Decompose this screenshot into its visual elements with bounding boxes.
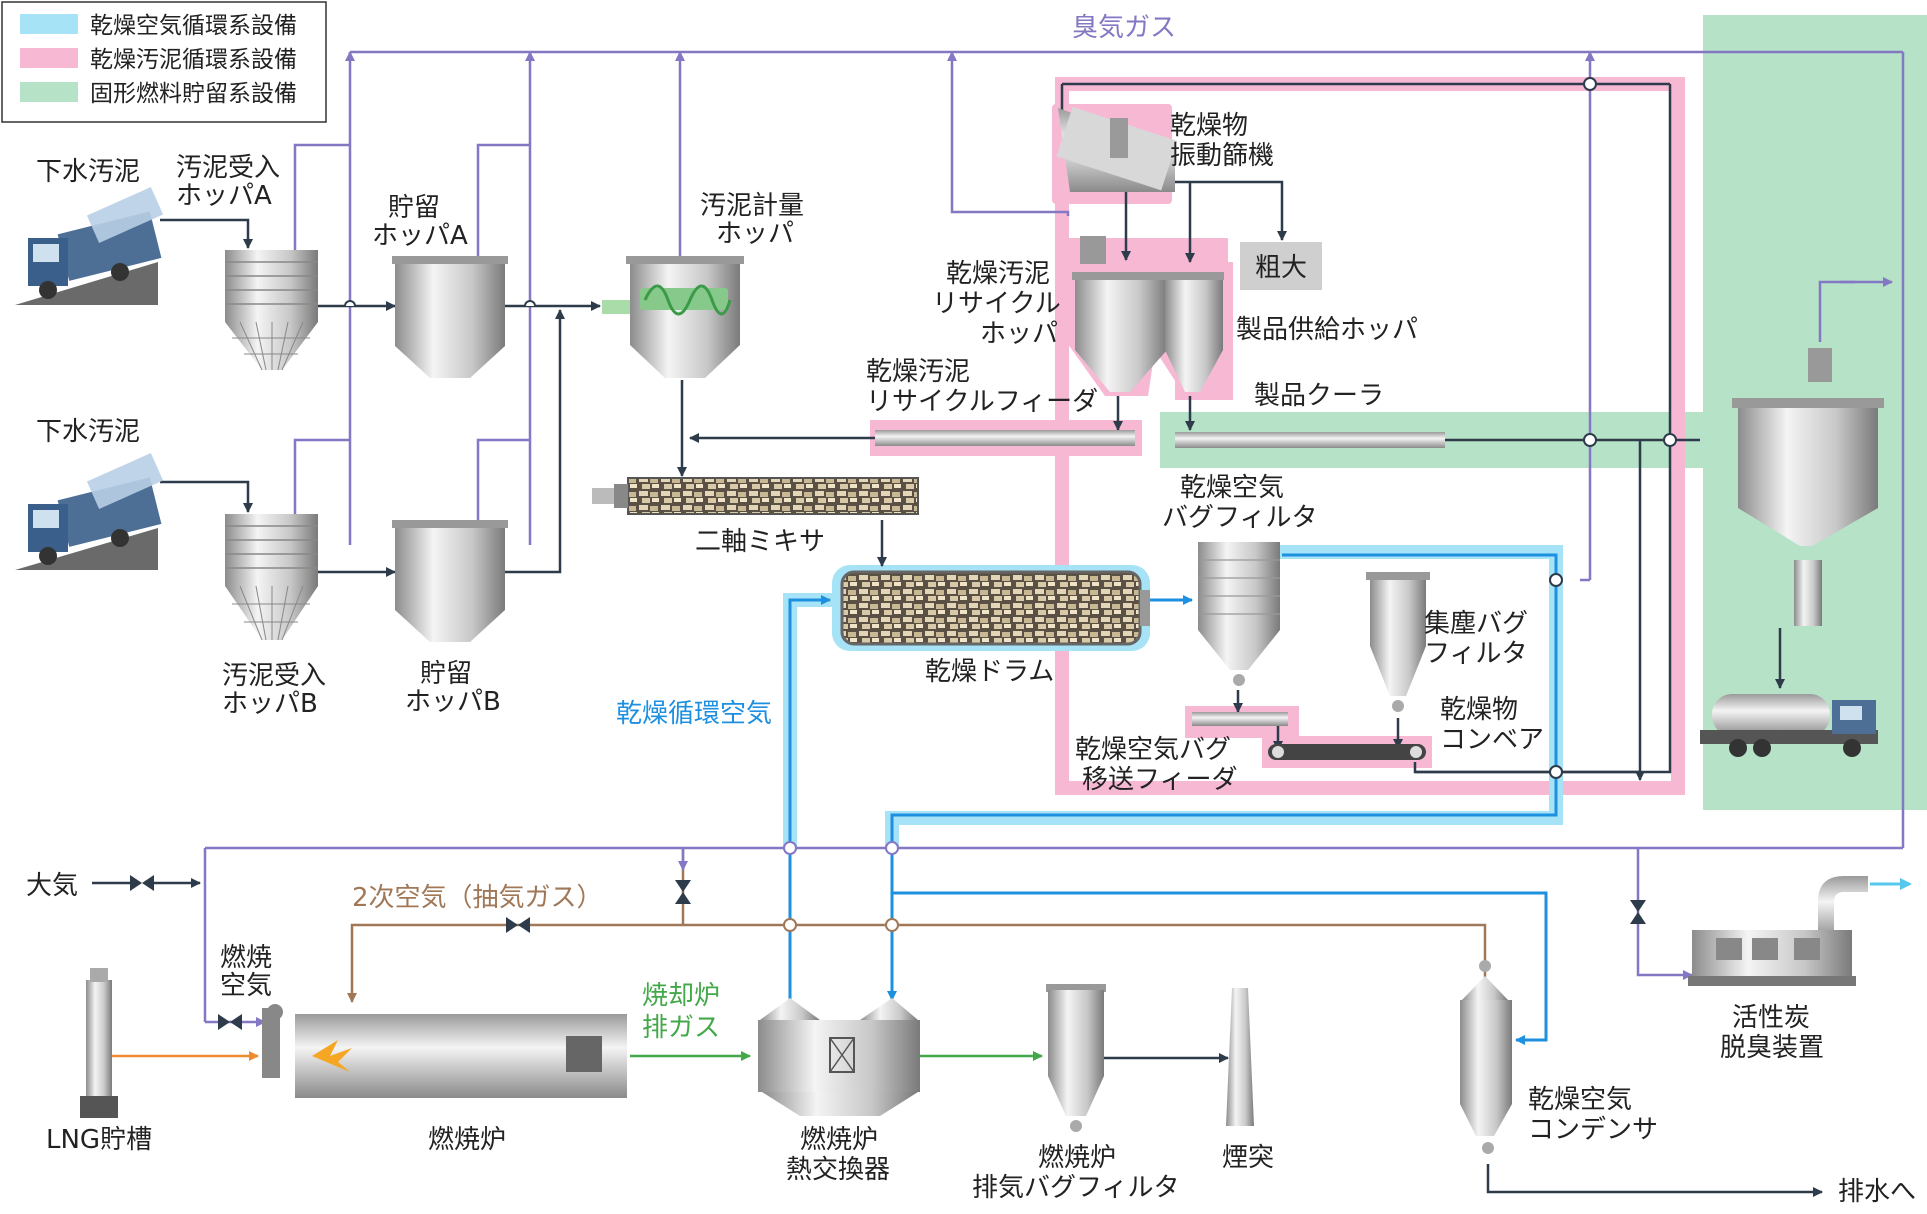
drum-label: 乾燥ドラム xyxy=(925,657,1054,687)
hx-label-1: 燃焼炉 xyxy=(800,1125,878,1155)
furnace-heat-exchanger xyxy=(758,998,920,1116)
metering-label-1: 汚泥計量 xyxy=(700,191,804,221)
hopper-recv-b-label-1: 汚泥受入 xyxy=(222,661,326,691)
bag-filter-label-1: 乾燥空気 xyxy=(1180,473,1284,503)
chimney xyxy=(1226,988,1254,1126)
screen-label-1: 乾燥物 xyxy=(1170,111,1248,141)
carbon-label-2: 脱臭装置 xyxy=(1720,1033,1824,1063)
condenser-label-1: 乾燥空気 xyxy=(1528,1085,1632,1115)
product-cooler xyxy=(1175,432,1445,448)
condenser-label-2: コンデンサ xyxy=(1528,1115,1658,1145)
bag-filter-label-2: バグフィルタ xyxy=(1162,503,1317,533)
recycle-hopper-label-2: リサイクル xyxy=(932,289,1061,319)
sewage-sludge-a-label: 下水汚泥 xyxy=(36,157,140,187)
recycle-feeder-label-2: リサイクルフィーダ xyxy=(866,387,1098,417)
exhaust-bag-filter xyxy=(1046,984,1106,1132)
recycle-feeder-label-1: 乾燥汚泥 xyxy=(866,357,970,387)
dust-bag-label-1: 集塵バグ xyxy=(1424,609,1528,639)
coarse-bin xyxy=(1240,242,1322,290)
hopper-recv-a-label-2: ホッパA xyxy=(176,181,272,211)
odor-gas-label: 臭気ガス xyxy=(1072,13,1176,43)
atmosphere-label: 大気 xyxy=(26,871,78,901)
product-hopper-label: 製品供給ホッパ xyxy=(1236,315,1418,345)
drying-drum xyxy=(840,570,1150,646)
dry-circ-air-label: 乾燥循環空気 xyxy=(616,699,772,729)
cooler-label: 製品クーラ xyxy=(1254,381,1384,411)
activated-carbon-deodorizer xyxy=(1688,876,1868,986)
flame-icon xyxy=(312,1040,352,1072)
legend-item-sludge: 乾燥汚泥循環系設備 xyxy=(90,47,297,73)
valve-icon[interactable] xyxy=(218,1014,242,1030)
metering-label-2: ホッパ xyxy=(716,219,794,249)
sewage-sludge-b-label: 下水汚泥 xyxy=(36,417,140,447)
hopper-recv-b-label-2: ホッパB xyxy=(222,689,318,719)
storage-b-label-2: ホッパB xyxy=(405,687,501,717)
tanker-truck xyxy=(1700,694,1878,757)
to-drain-label: 排水へ xyxy=(1838,1177,1916,1207)
bag-feeder-label-2: 移送フィーダ xyxy=(1082,765,1237,795)
recycle-hopper-label-3: ホッパ xyxy=(980,319,1058,349)
bag-transfer-feeder xyxy=(1192,712,1288,726)
combustion-air-label-1: 燃焼 xyxy=(220,943,272,973)
dry-conveyor-label-2: コンベア xyxy=(1440,725,1544,755)
legend-item-air: 乾燥空気循環系設備 xyxy=(90,13,297,39)
screen-label-2: 振動篩機 xyxy=(1170,141,1274,171)
lng-label: LNG貯槽 xyxy=(46,1125,152,1155)
secondary-air-label: 2次空気（抽気ガス） xyxy=(352,883,603,913)
storage-a-label-1: 貯留 xyxy=(388,193,440,223)
vibrating-screen xyxy=(1056,106,1178,192)
metering-hopper xyxy=(602,256,744,378)
dust-bag-label-2: フィルタ xyxy=(1424,639,1527,669)
storage-hopper-b xyxy=(392,520,508,642)
dust-bag-filter xyxy=(1366,572,1430,712)
valve-icon[interactable] xyxy=(675,880,691,904)
chimney-label: 煙突 xyxy=(1222,1143,1274,1173)
product-hopper xyxy=(1162,272,1224,392)
receiving-hopper-b xyxy=(225,514,318,641)
storage-a-label-2: ホッパA xyxy=(372,221,468,251)
product-silo xyxy=(1732,348,1884,626)
hopper-recv-a-label-1: 汚泥受入 xyxy=(176,153,280,183)
exhaust-bag-label-1: 燃焼炉 xyxy=(1038,1143,1116,1173)
dump-truck-a xyxy=(15,187,164,305)
carbon-label-1: 活性炭 xyxy=(1732,1003,1810,1033)
bag-feeder-label-1: 乾燥空気バグ xyxy=(1075,735,1231,765)
mixer-label: 二軸ミキサ xyxy=(695,527,825,557)
dry-conveyor xyxy=(1268,744,1426,760)
valve-icon[interactable] xyxy=(506,917,530,933)
storage-hopper-a xyxy=(392,256,508,378)
coarse-label: 粗大 xyxy=(1255,253,1307,283)
legend-item-fuel: 固形燃料貯留系設備 xyxy=(90,81,297,107)
recycle-hopper xyxy=(1072,236,1170,392)
exhaust-bag-label-2: 排気バグフィルタ xyxy=(972,1173,1179,1203)
dry-conveyor-label-1: 乾燥物 xyxy=(1440,695,1518,725)
twin-shaft-mixer xyxy=(592,477,919,515)
recycle-hopper-label-1: 乾燥汚泥 xyxy=(946,259,1050,289)
incin-exhaust-label-1: 焼却炉 xyxy=(642,981,720,1011)
furnace-label: 燃焼炉 xyxy=(428,1125,506,1155)
incin-exhaust-label-2: 排ガス xyxy=(642,1013,720,1043)
hx-label-2: 熱交換器 xyxy=(786,1155,890,1185)
dry-air-bag-filter xyxy=(1198,542,1280,686)
lng-tank xyxy=(80,968,118,1118)
receiving-hopper-a xyxy=(225,250,318,371)
valve-icon[interactable] xyxy=(1630,900,1646,924)
combustion-air-label-2: 空気 xyxy=(220,971,272,1001)
dry-air-condenser xyxy=(1460,960,1512,1154)
combustion-furnace xyxy=(262,1004,627,1098)
storage-b-label-1: 貯留 xyxy=(420,659,472,689)
recycle-feeder xyxy=(875,430,1135,446)
valve-icon[interactable] xyxy=(130,875,154,891)
dump-truck-b xyxy=(15,453,164,570)
